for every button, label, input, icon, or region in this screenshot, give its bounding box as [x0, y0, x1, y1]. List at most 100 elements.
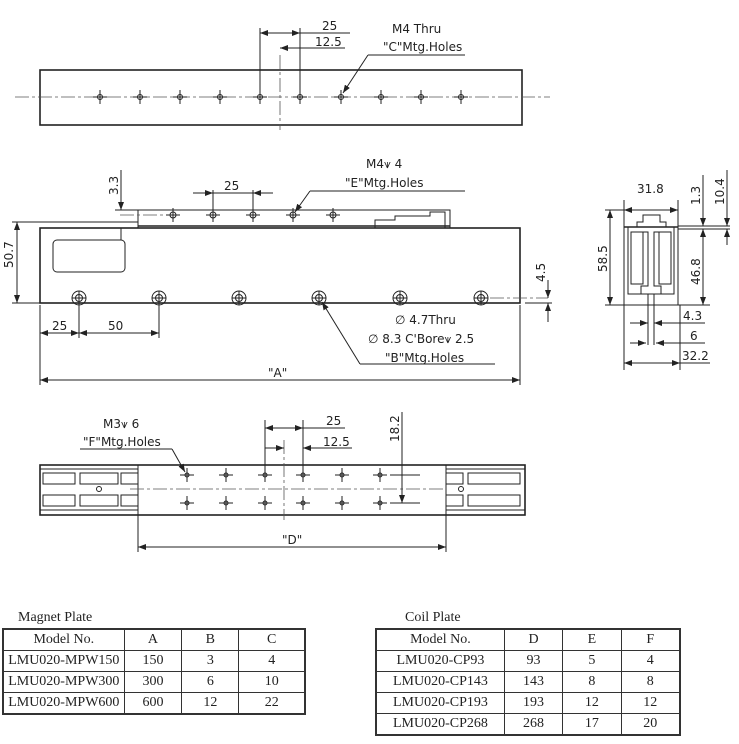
hole — [296, 496, 310, 510]
b-spec-thru: ∅ 4.7Thru — [395, 313, 456, 327]
dim-f-12-5: 12.5 — [323, 435, 350, 449]
table-cell: 12 — [562, 692, 622, 714]
hole — [213, 90, 227, 104]
magnet-table-title: Magnet Plate — [18, 610, 93, 625]
table-cell: 6 — [181, 671, 240, 693]
dim-58-5: 58.5 — [596, 245, 610, 272]
dim-46-8: 46.8 — [689, 258, 703, 285]
table-cell: 93 — [503, 650, 564, 672]
table-cell: 17 — [562, 713, 622, 736]
hole — [473, 290, 489, 306]
f-hole-label: "F"Mtg.Holes — [83, 435, 161, 449]
hole — [258, 496, 272, 510]
end-view: 31.8 58.5 1.3 46.8 10.4 4.3 6 32.2 — [596, 170, 730, 370]
c-hole-spec: M4 Thru — [392, 22, 441, 36]
dim-31-8: 31.8 — [637, 182, 664, 196]
hole — [392, 290, 408, 306]
dim-b-pitch: 50 — [108, 319, 123, 333]
column-header: B — [181, 628, 240, 651]
table-cell: 268 — [503, 713, 564, 736]
f-hole-spec: M3⩛ 6 — [103, 417, 139, 431]
dim-b-first: 25 — [52, 319, 67, 333]
table-cell: 5 — [562, 650, 622, 672]
table-cell: LMU020-CP143 — [375, 671, 505, 693]
dim-d: "D" — [282, 533, 302, 547]
table-cell: LMU020-MPW600 — [2, 692, 125, 715]
column-header: D — [503, 628, 564, 651]
table-cell: 150 — [123, 650, 183, 672]
dim-25: 25 — [322, 19, 337, 33]
table-cell: 4 — [238, 650, 306, 672]
dim-a: "A" — [268, 366, 287, 380]
table-cell: 300 — [123, 671, 183, 693]
dim-18-2: 18.2 — [388, 415, 402, 442]
b-hole-label: "B"Mtg.Holes — [385, 351, 464, 365]
top-view: 25 12.5 M4 Thru "C"Mtg.Holes — [15, 19, 550, 130]
dim-10-4: 10.4 — [713, 178, 727, 205]
hole — [414, 90, 428, 104]
table-cell: LMU020-MPW300 — [2, 671, 125, 693]
dim-12-5: 12.5 — [315, 35, 342, 49]
coil-table-title: Coil Plate — [405, 610, 461, 625]
b-spec-cbore: ∅ 8.3 C'Bore⩛ 2.5 — [368, 332, 474, 346]
e-hole-spec: M4⩛ 4 — [366, 157, 402, 171]
hole — [231, 290, 247, 306]
table-cell: LMU020-CP193 — [375, 692, 505, 714]
column-header: E — [562, 628, 622, 651]
table-cell: 3 — [181, 650, 240, 672]
table-cell: 8 — [562, 671, 622, 693]
column-header: C — [238, 628, 306, 651]
hole — [133, 90, 147, 104]
side-view: 50.7 3.3 25 M4⩛ 4 "E"Mtg.Holes 4.5 25 50… — [2, 157, 552, 385]
table-cell: 8 — [620, 671, 681, 693]
dim-4-5: 4.5 — [534, 263, 548, 282]
hole — [374, 90, 388, 104]
hole — [335, 468, 349, 482]
hole — [93, 90, 107, 104]
dim-4-3: 4.3 — [683, 309, 702, 323]
table-cell: 12 — [181, 692, 240, 715]
column-header: Model No. — [375, 628, 505, 651]
f-mtg-holes — [180, 468, 387, 510]
hole — [454, 90, 468, 104]
table-cell: 143 — [503, 671, 564, 693]
table-cell: LMU020-CP268 — [375, 713, 505, 736]
dim-1-3: 1.3 — [689, 186, 703, 205]
c-hole-label: "C"Mtg.Holes — [383, 40, 462, 54]
hole — [326, 208, 340, 222]
dim-3-3: 3.3 — [107, 176, 121, 195]
table-cell: 193 — [503, 692, 564, 714]
hole — [173, 90, 187, 104]
hole — [373, 468, 387, 482]
column-header: Model No. — [2, 628, 125, 651]
c-mtg-holes — [93, 90, 468, 104]
table-cell: 22 — [238, 692, 306, 715]
column-header: A — [123, 628, 183, 651]
dim-50-7: 50.7 — [2, 241, 16, 268]
hole — [373, 496, 387, 510]
hole — [335, 496, 349, 510]
dim-f-25: 25 — [326, 414, 341, 428]
hole — [166, 208, 180, 222]
hole — [334, 90, 348, 104]
e-hole-label: "E"Mtg.Holes — [345, 176, 423, 190]
dim-6: 6 — [690, 329, 698, 343]
table-cell: 20 — [620, 713, 681, 736]
hole — [286, 208, 300, 222]
table-cell: 10 — [238, 671, 306, 693]
hole — [180, 496, 194, 510]
dim-e-25: 25 — [224, 179, 239, 193]
table-cell: 4 — [620, 650, 681, 672]
